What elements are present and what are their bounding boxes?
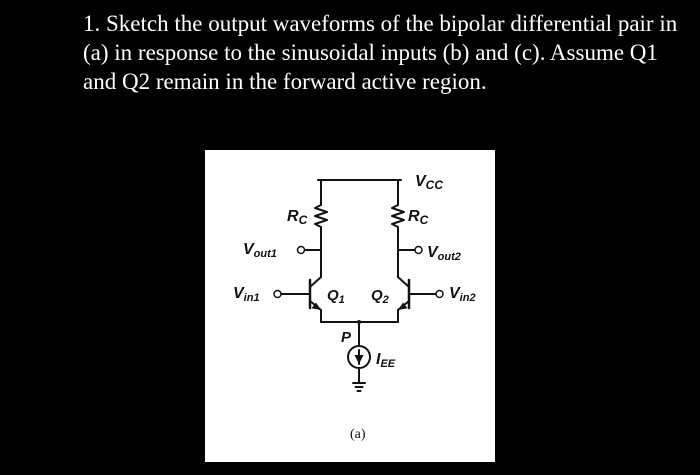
vin2-label: Vin2	[449, 285, 476, 304]
circuit-figure: VCC RC RC Vout1 Vout2 Vin1 Vin2 Q1 Q2 P …	[205, 150, 495, 462]
iee-arrow-icon	[354, 355, 364, 364]
vin1-label: Vin1	[233, 285, 260, 304]
vout1-terminal	[296, 245, 306, 255]
vout2-label: Vout2	[427, 244, 461, 263]
vin2-terminal	[435, 289, 444, 299]
vout2-terminal	[414, 245, 423, 255]
vcc-label: VCC	[415, 173, 443, 192]
differential-pair-schematic: VCC RC RC Vout1 Vout2 Vin1 Vin2 Q1 Q2 P …	[233, 173, 476, 442]
q2-emitter-arrow	[398, 302, 408, 310]
rc-left-label: RC	[287, 208, 308, 227]
rc-right-resistor	[391, 204, 405, 228]
q2-label: Q2	[371, 287, 389, 306]
q1-label: Q1	[327, 287, 345, 306]
q1-emitter-arrow	[311, 302, 321, 310]
iee-label: IEE	[376, 351, 396, 370]
rc-left-resistor	[314, 204, 328, 228]
q2-collector	[397, 276, 410, 288]
node-p-label: P	[341, 329, 352, 346]
rc-right-label: RC	[408, 208, 429, 227]
question-text: 1. Sketch the output waveforms of the bi…	[83, 11, 678, 94]
figure-caption: (a)	[350, 427, 366, 442]
vin1-terminal	[273, 289, 282, 299]
node-p-dot	[357, 320, 361, 324]
vout1-label: Vout1	[243, 241, 277, 260]
q1-collector	[309, 276, 322, 288]
